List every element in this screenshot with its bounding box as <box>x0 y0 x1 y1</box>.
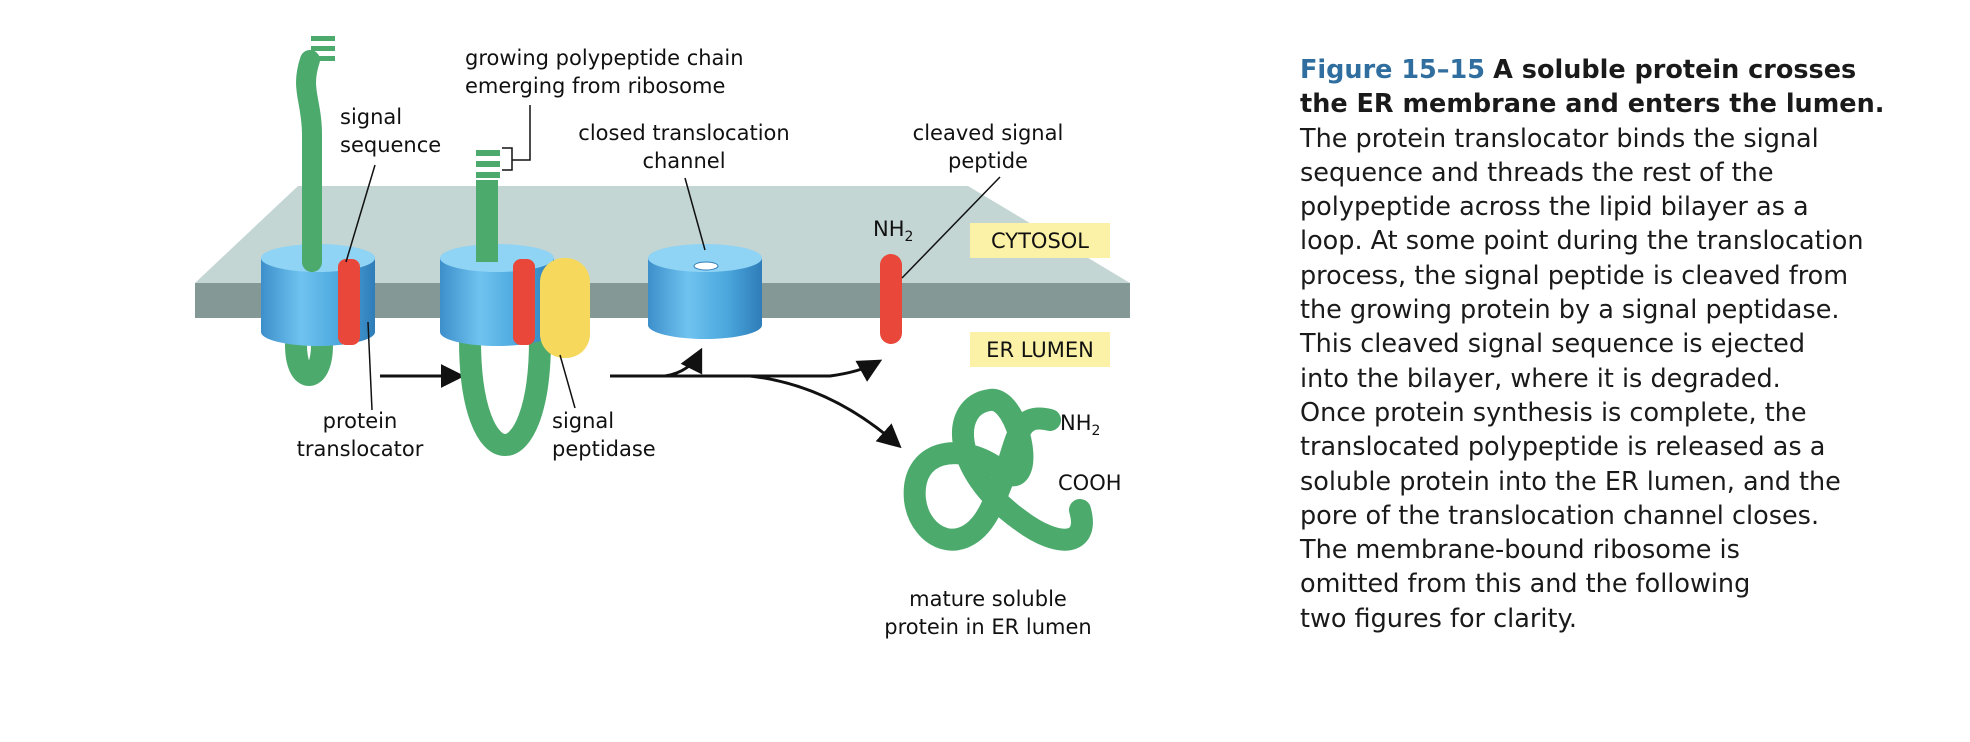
figure-caption: Figure 15–15 A soluble protein crosses t… <box>1300 53 1940 636</box>
label-closed-channel-2: channel <box>642 149 725 173</box>
mature-protein <box>903 389 1093 551</box>
caption-line-1: The protein translocator binds the signa… <box>1300 123 1819 154</box>
caption-line-15: two figures for clarity. <box>1300 603 1578 634</box>
label-cleaved-peptide-2: peptide <box>948 149 1028 173</box>
label-growing-chain-2: emerging from ribosome <box>465 74 725 98</box>
caption-line-4: loop. At some point during the transloca… <box>1300 226 1864 257</box>
label-cooh: COOH <box>1058 471 1122 495</box>
label-signal-sequence-2: sequence <box>340 133 441 157</box>
leader-cleaved-peptide <box>901 176 1001 279</box>
label-closed-channel-1: closed translocation <box>578 121 789 145</box>
nh2-protein-text: NH <box>1060 411 1092 435</box>
cytosol-tag: CYTOSOL <box>991 229 1089 253</box>
cleaved-signal-peptide <box>880 254 902 344</box>
label-growing-chain-1: growing polypeptide chain <box>465 46 744 70</box>
leader-protein-translocator <box>367 321 373 411</box>
er-lumen-tag: ER LUMEN <box>986 338 1094 362</box>
caption-line-3: polypeptide across the lipid bilayer as … <box>1300 192 1809 223</box>
nh2-peptide-text: NH <box>873 217 905 241</box>
nh2-peptide-sub: 2 <box>905 229 914 245</box>
caption-line-5: process, the signal peptide is cleaved f… <box>1300 260 1849 291</box>
label-protein-translocator-1: protein <box>323 409 398 433</box>
caption-title-line-1: Figure 15–15 A soluble protein crosses <box>1300 53 1940 87</box>
label-nh2-peptide: NH2 <box>873 217 913 245</box>
caption-line-11: soluble protein into the ER lumen, and t… <box>1300 466 1841 497</box>
arrow-to-closed-channel <box>610 347 703 378</box>
er-lumen-tag-bg <box>970 332 1110 367</box>
caption-line-7: This cleaved signal sequence is ejected <box>1300 329 1806 360</box>
nh2-protein-sub: 2 <box>1092 423 1101 439</box>
caption-line-14: omitted from this and the following <box>1300 569 1751 600</box>
caption-line-12: pore of the translocation channel closes… <box>1300 500 1820 531</box>
label-nh2-protein: NH2 <box>1060 411 1100 439</box>
caption-title-1: A soluble protein crosses <box>1493 55 1857 85</box>
arrow-to-mature-protein <box>749 374 902 449</box>
figure-number: Figure 15–15 <box>1300 55 1486 85</box>
label-signal-peptidase-2: peptidase <box>552 437 656 461</box>
caption-line-10: translocated polypeptide is released as … <box>1300 432 1826 463</box>
leader-closed-channel <box>684 177 706 251</box>
closed-channel <box>648 244 762 339</box>
label-mature-protein-1: mature soluble <box>909 587 1067 611</box>
translocation-diagram: signal sequence growing polypeptide chai… <box>195 36 1130 639</box>
translocator-2 <box>440 150 590 456</box>
caption-line-9: Once protein synthesis is complete, the <box>1300 397 1807 428</box>
caption-line-8: into the bilayer, where it is degraded. <box>1300 363 1781 394</box>
label-cleaved-peptide-1: cleaved signal <box>913 121 1064 145</box>
arrow-to-cleaved-peptide <box>665 359 883 382</box>
label-mature-protein-2: protein in ER lumen <box>884 615 1092 639</box>
leader-signal-sequence <box>345 164 376 263</box>
cytosol-tag-bg <box>970 223 1110 258</box>
caption-line-6: the growing protein by a signal peptidas… <box>1300 295 1840 326</box>
caption-line-13: The membrane-bound ribosome is <box>1300 535 1740 566</box>
leader-signal-peptidase <box>559 354 576 409</box>
label-signal-sequence-1: signal <box>340 105 402 129</box>
leader-growing-chain <box>502 105 531 171</box>
translocator-1 <box>261 36 375 386</box>
label-protein-translocator-2: translocator <box>297 437 424 461</box>
caption-line-2: sequence and threads the rest of the <box>1300 157 1774 188</box>
caption-title-2: the ER membrane and enters the lumen. <box>1300 89 1885 120</box>
label-signal-peptidase-1: signal <box>552 409 614 433</box>
